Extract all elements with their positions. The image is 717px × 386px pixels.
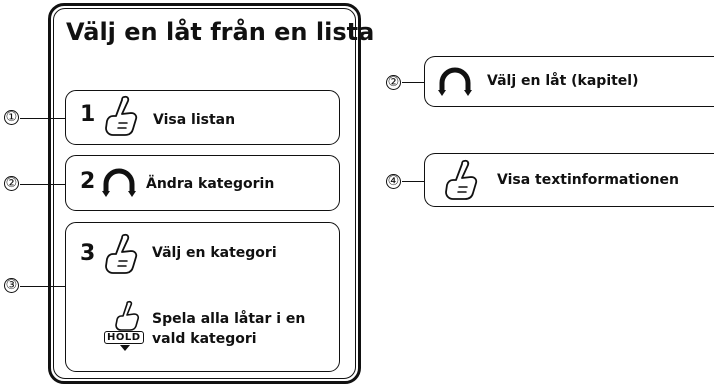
side-callout-2-line xyxy=(402,82,424,83)
side-item-track-label: Välj en låt (kapitel) xyxy=(487,73,639,89)
step-3-number: 3 xyxy=(80,241,96,266)
step-1-label: Visa listan xyxy=(153,112,236,128)
touch-icon xyxy=(445,159,478,200)
step-3-label: Välj en kategori xyxy=(152,245,277,261)
callout-1-line xyxy=(20,118,65,119)
rotate-knob-icon xyxy=(438,67,472,96)
side-callout-4-line xyxy=(402,181,424,182)
step-2-number: 2 xyxy=(80,169,96,194)
side-callout-2: ② xyxy=(386,75,401,90)
step-1-number: 1 xyxy=(80,102,96,127)
side-item-track-box xyxy=(424,56,714,107)
touch-icon xyxy=(105,95,138,136)
arrow-down-icon xyxy=(120,345,130,351)
side-item-text-label: Visa textinformationen xyxy=(497,172,679,188)
side-callout-4: ④ xyxy=(386,174,401,189)
step-2-box xyxy=(65,155,340,211)
step-3-sub-label: Spela alla låtar i en vald kategori xyxy=(152,311,306,347)
callout-3-line xyxy=(20,286,65,287)
touch-hold-icon xyxy=(115,300,140,331)
step-3-box xyxy=(65,222,340,372)
rotate-knob-icon xyxy=(102,168,136,197)
callout-1: ① xyxy=(4,110,19,125)
callout-2: ② xyxy=(4,176,19,191)
touch-icon xyxy=(105,233,138,274)
step-2-label: Ändra kategorin xyxy=(146,176,275,192)
hold-badge: HOLD xyxy=(104,331,144,344)
panel-inner-frame xyxy=(53,8,356,379)
callout-2-line xyxy=(20,184,65,185)
callout-3: ③ xyxy=(4,278,19,293)
panel-title: Välj en låt från en lista xyxy=(66,18,375,46)
panel-outer-frame xyxy=(48,3,361,384)
